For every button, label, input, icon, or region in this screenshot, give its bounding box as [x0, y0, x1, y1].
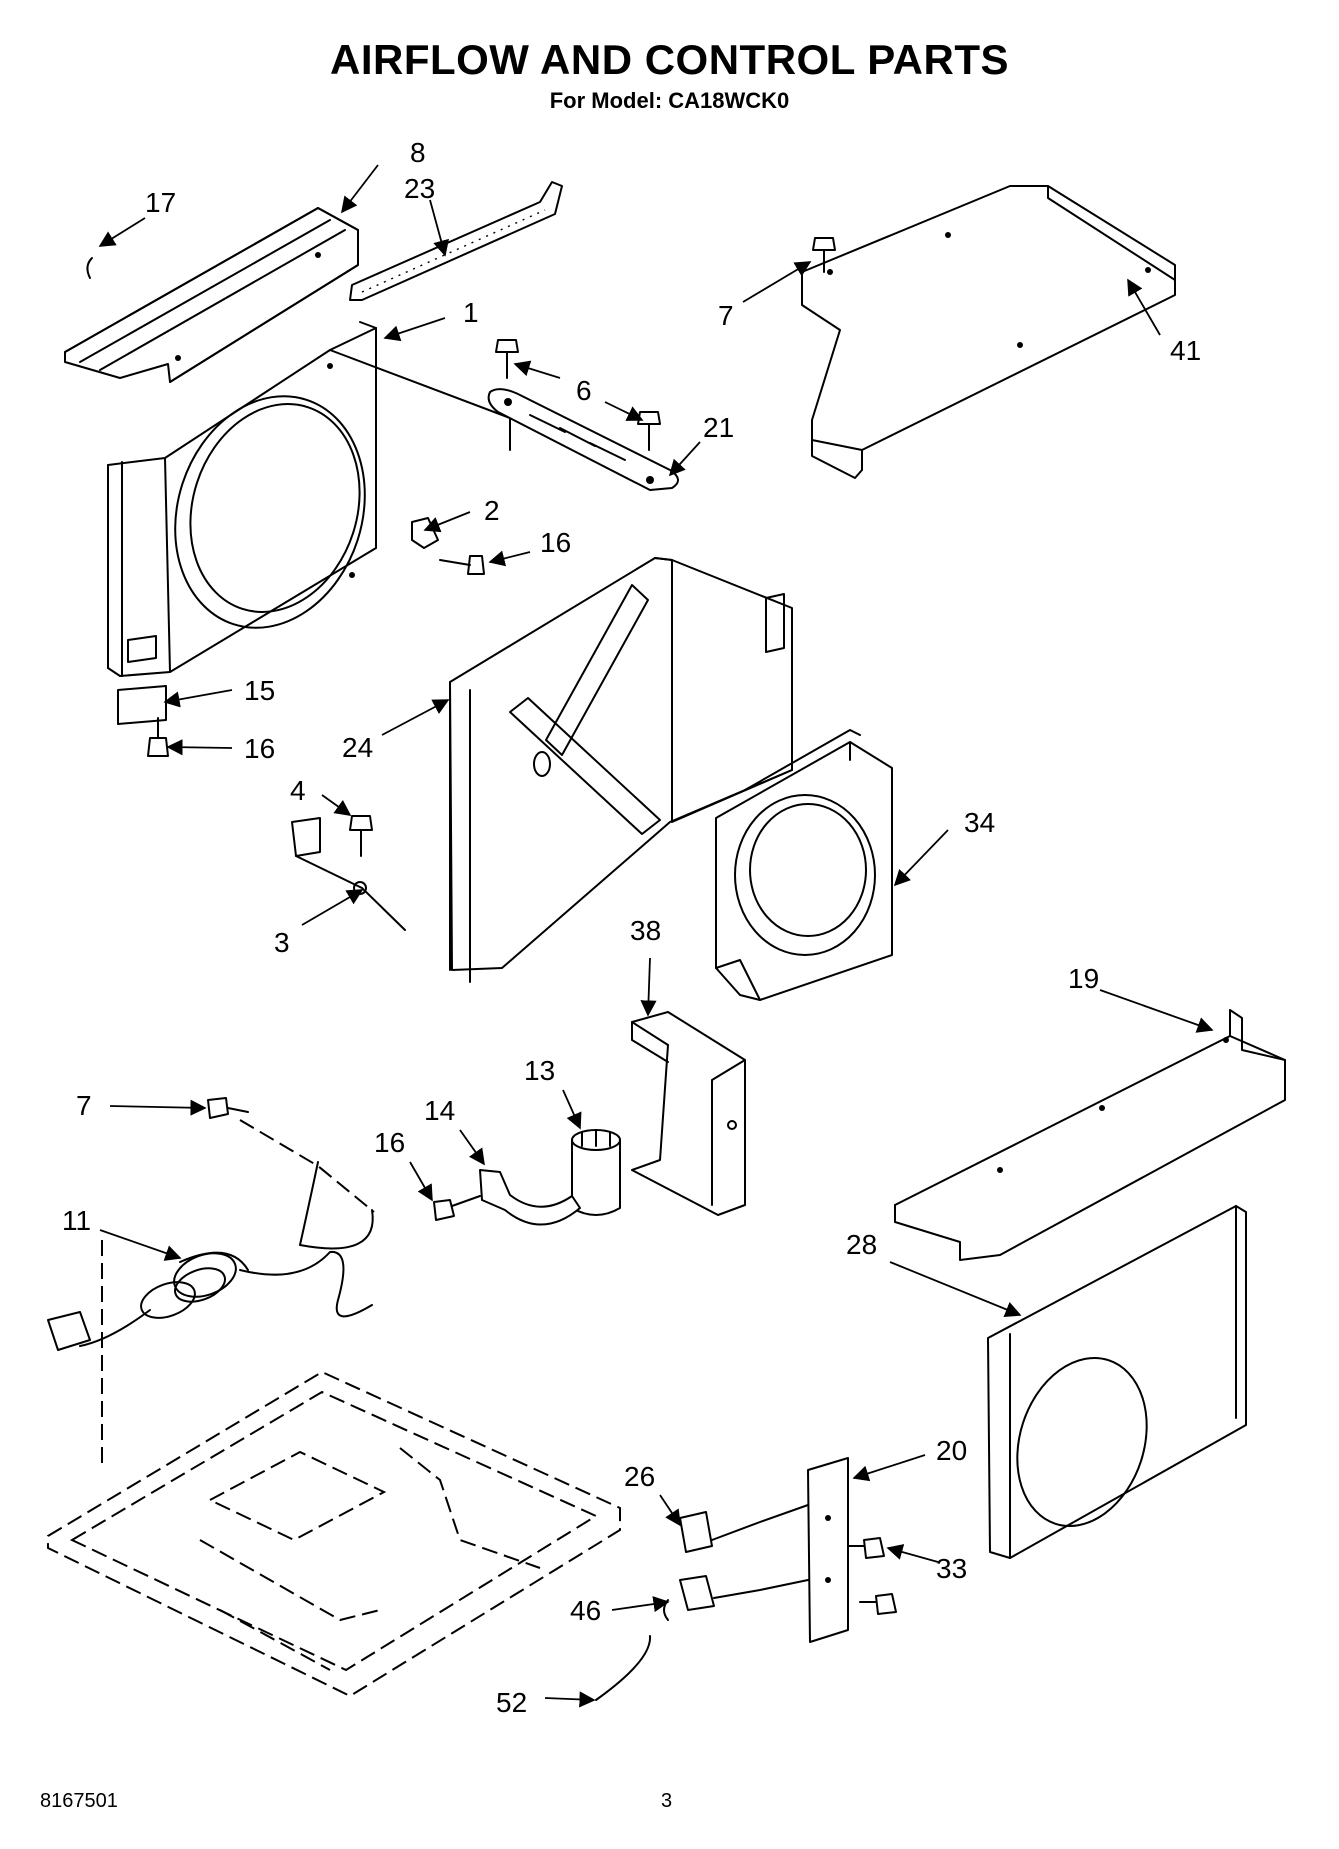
- part-28-condenser-shroud: [987, 1205, 1247, 1559]
- callout-7-top: 7: [718, 300, 734, 331]
- callout-28: 28: [846, 1229, 877, 1260]
- part-8-top-panel: [64, 207, 359, 383]
- callout-3: 3: [274, 927, 290, 958]
- part-17-clip: [86, 257, 93, 279]
- callout-41: 41: [1170, 335, 1201, 366]
- callout-23: 23: [404, 173, 435, 204]
- callout-16-b: 16: [244, 733, 275, 764]
- callout-7-lower: 7: [76, 1090, 92, 1121]
- part-34-blower-housing: [715, 729, 893, 1001]
- part-3-bracket: [291, 817, 406, 931]
- part-38-control-bracket: [631, 1011, 746, 1216]
- part-21-bracket: [487, 388, 679, 491]
- callout-19: 19: [1068, 963, 1099, 994]
- callout-52: 52: [496, 1687, 527, 1718]
- callout-26: 26: [624, 1461, 655, 1492]
- part-15-plate: [117, 685, 167, 725]
- part-2-clip: [411, 517, 439, 549]
- page-number: 3: [661, 1790, 673, 1812]
- part-20-control-plate: [807, 1457, 849, 1643]
- callout-13: 13: [524, 1055, 555, 1086]
- callout-16-a: 16: [540, 527, 571, 558]
- part-23-gasket: [349, 181, 563, 301]
- part-13-capacitor: [571, 1129, 621, 1216]
- document-number: 8167501: [40, 1790, 118, 1812]
- callout-6: 6: [576, 375, 592, 406]
- part-14-strap: [479, 1169, 581, 1226]
- part-26-switch: [679, 1504, 809, 1553]
- part-16-screw-a: [439, 555, 485, 575]
- part-19-side-panel: [894, 1009, 1286, 1261]
- part-6-screw: [495, 339, 661, 451]
- callout-2: 2: [484, 495, 500, 526]
- callout-24: 24: [342, 732, 373, 763]
- callout-46: 46: [570, 1595, 601, 1626]
- callout-20: 20: [936, 1435, 967, 1466]
- callout-labels: 8 17 23 1 6 21 7 41 2 16 15 16 24 4 34 3…: [62, 137, 1201, 1718]
- callout-38: 38: [630, 915, 661, 946]
- model-subtitle: For Model: CA18WCK0: [549, 88, 790, 113]
- callout-17: 17: [145, 187, 176, 218]
- callout-8: 8: [410, 137, 426, 168]
- callout-34: 34: [964, 807, 995, 838]
- callout-14: 14: [424, 1095, 455, 1126]
- part-16-screw-c: [433, 1195, 481, 1221]
- part-52-tube: [595, 1635, 652, 1701]
- part-16-screw-b: [147, 717, 169, 757]
- callout-21: 21: [703, 412, 734, 443]
- part-4-screw: [349, 815, 373, 857]
- callout-15: 15: [244, 675, 275, 706]
- part-7-screw-top: [812, 237, 836, 273]
- part-41-top-cover: [801, 185, 1176, 479]
- base-pan: [47, 1240, 621, 1698]
- callout-33: 33: [936, 1553, 967, 1584]
- part-46-thermostat: [663, 1575, 809, 1621]
- part-7-screw-lower: [207, 1097, 249, 1119]
- callout-16-c: 16: [374, 1127, 405, 1158]
- callout-11: 11: [62, 1205, 91, 1236]
- part-24-fan-housing: [449, 557, 793, 983]
- callout-1: 1: [463, 297, 479, 328]
- callout-4: 4: [290, 775, 306, 806]
- page-title: AIRFLOW AND CONTROL PARTS: [329, 36, 1009, 83]
- leader-lines: [98, 164, 1214, 1708]
- part-33-screw: [847, 1537, 897, 1615]
- part-11-power-cord: [47, 1119, 375, 1351]
